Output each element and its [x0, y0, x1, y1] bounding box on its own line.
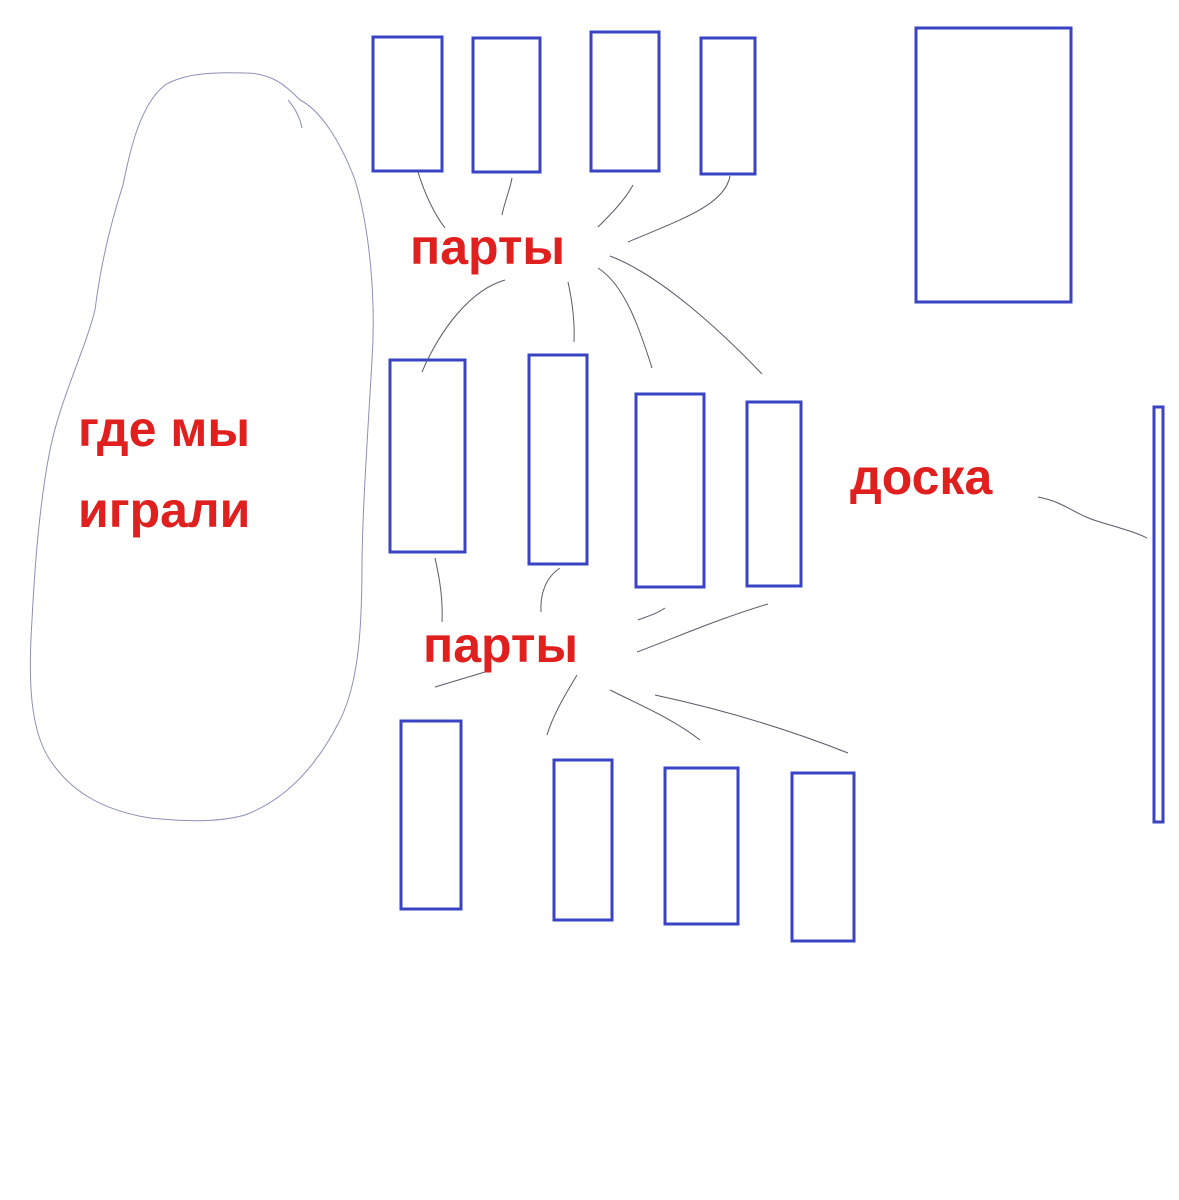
desk-row3-2	[552, 758, 614, 922]
desk-row3-4	[790, 771, 856, 943]
play-area-outline	[29, 72, 374, 822]
connectors-top-label	[417, 171, 763, 375]
desk-row1-1	[371, 35, 444, 173]
play-area-stroke-tail	[287, 99, 303, 129]
desk-row2-3	[634, 392, 706, 589]
blackboard	[1152, 405, 1165, 824]
label-desks-bottom: парты	[423, 617, 578, 673]
label-board: доска	[850, 449, 993, 505]
teacher-desk	[914, 26, 1073, 304]
desk-row1-3	[589, 30, 661, 173]
connector-board	[1037, 496, 1148, 539]
label-play-area-line2: играли	[78, 482, 250, 538]
desk-row3-1	[399, 719, 463, 911]
connectors-bottom-label	[434, 557, 849, 754]
desk-row2-2	[527, 353, 589, 566]
label-play-area-line1: где мы	[78, 401, 250, 457]
desk-row1-4	[699, 36, 757, 176]
desk-row2-1	[388, 358, 467, 554]
desk-row3-3	[663, 766, 740, 926]
label-desks-top: парты	[410, 219, 565, 275]
desk-row1-2	[471, 36, 542, 174]
desk-row2-4	[745, 400, 803, 588]
